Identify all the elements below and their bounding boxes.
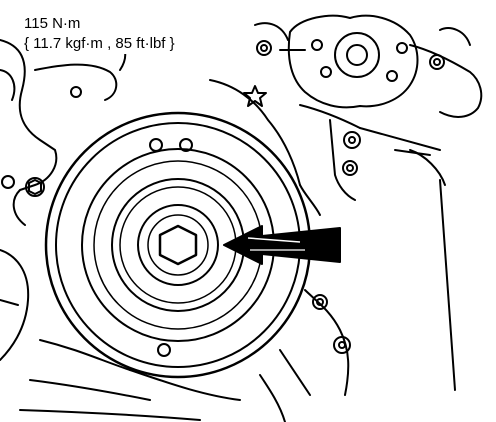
torque-value-alternate: { 11.7 kgf·m , 85 ft·lbf }: [24, 35, 175, 52]
timing-cover: [209, 79, 456, 391]
water-pump: [254, 14, 483, 118]
oil-pan: [19, 339, 241, 421]
housing-lower-right: [259, 289, 351, 422]
pulley-holes: [149, 138, 193, 357]
crankshaft-bolt: [158, 224, 198, 266]
torque-value-metric: 115 N·m: [24, 15, 81, 32]
mounting-bolts-left: [1, 86, 82, 197]
torque-specification-label: 115 N·m { 11.7 kgf·m , 85 ft·lbf }: [22, 14, 177, 54]
alignment-star-mark: [243, 85, 267, 107]
arrow-indicator: [223, 225, 341, 265]
